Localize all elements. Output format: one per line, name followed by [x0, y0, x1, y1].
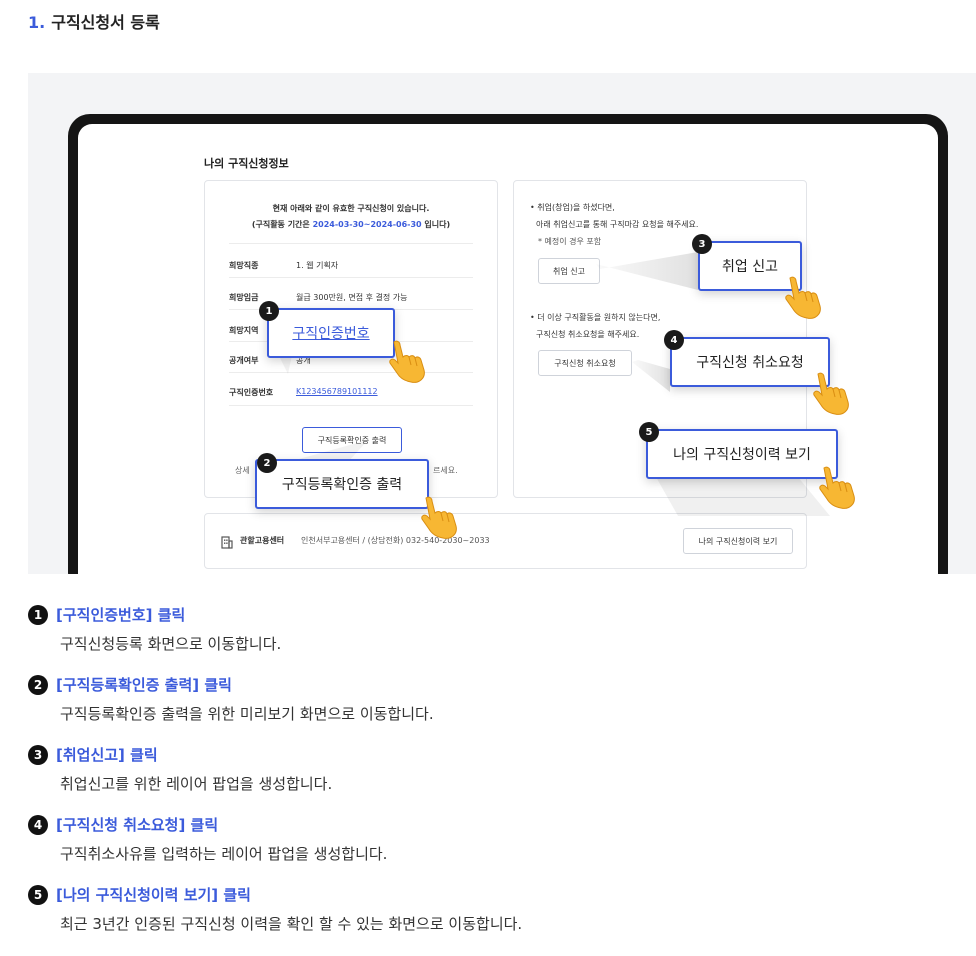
callout-cancel-request: 구직신청 취소요청 — [670, 337, 830, 387]
footnote-right: 르세요. — [433, 466, 458, 475]
description-title: [구직신청 취소요청] 클릭 — [56, 816, 219, 834]
report-employment-button[interactable]: 취업 신고 — [538, 258, 600, 284]
description-number: 4 — [28, 814, 48, 835]
description-text: 최근 3년간 인증된 구직신청 이력을 확인 할 수 있는 화면으로 이동합니다… — [60, 915, 523, 933]
cert-number-link[interactable]: K123456789101112 — [296, 387, 378, 396]
callout-report-employment-label: 취업 신고 — [722, 259, 778, 275]
description-number: 2 — [28, 674, 48, 695]
description-text: 구직취소사유를 입력하는 레이어 팝업을 생성합니다. — [60, 845, 388, 863]
section-title: 구직신청서 등록 — [51, 13, 160, 32]
callout-print-certificate-label: 구직등록확인증 출력 — [281, 477, 403, 493]
callout-badge-1: 1 — [259, 301, 279, 321]
building-icon — [221, 534, 233, 553]
row-label-desired-region: 희망지역 — [229, 326, 259, 335]
view-history-button[interactable]: 나의 구직신청이력 보기 — [683, 528, 793, 554]
description-title: [나의 구직신청이력 보기] 클릭 — [56, 886, 251, 904]
pointing-hand-icon — [785, 276, 821, 319]
description-item: 1 [구직인증번호] 클릭 구직신청등록 화면으로 이동합니다. — [28, 604, 281, 654]
pointing-hand-icon — [421, 496, 457, 539]
notice-period: 2024-03-30~2024-06-30 — [312, 220, 422, 229]
footnote-left: 상세 — [235, 466, 250, 475]
description-number: 3 — [28, 744, 48, 765]
callout-report-employment: 취업 신고 — [698, 241, 802, 291]
notice-suffix: 입니다) — [424, 220, 451, 229]
callout-print-certificate: 구직등록확인증 출력 — [255, 459, 429, 509]
description-item: 3 [취업신고] 클릭 취업신고를 위한 레이어 팝업을 생성합니다. — [28, 744, 332, 794]
employment-note: * 예정이 경우 포함 — [538, 237, 602, 246]
row-label-desired-job: 희망직종 — [229, 261, 259, 270]
description-item: 4 [구직신청 취소요청] 클릭 구직취소사유를 입력하는 레이어 팝업을 생성… — [28, 814, 387, 864]
divider — [229, 372, 473, 373]
description-title: [구직등록확인증 출력] 클릭 — [56, 676, 232, 694]
device-frame: 나의 구직신청정보 현재 아래와 같이 유효한 구직신청이 있습니다. (구직활… — [68, 114, 948, 574]
row-value-desired-wage: 월급 300만원, 면접 후 결정 가능 — [296, 293, 408, 302]
divider — [229, 277, 473, 278]
pointing-hand-icon — [819, 466, 855, 509]
notice-line-2: (구직활동 기간은 2024-03-30~2024-06-30 입니다) — [205, 219, 497, 230]
row-label-desired-wage: 희망임금 — [229, 293, 259, 302]
description-item: 2 [구직등록확인증 출력] 클릭 구직등록확인증 출력을 위한 미리보기 화면… — [28, 674, 434, 724]
cancel-request-button[interactable]: 구직신청 취소요청 — [538, 350, 632, 376]
section-number: 1. — [28, 13, 46, 32]
divider — [229, 405, 473, 406]
cancel-line-2: 구직신청 취소요청을 해주세요. — [536, 330, 640, 339]
screen-title: 나의 구직신청정보 — [204, 157, 289, 170]
row-value-disclosure: 공개 — [296, 356, 311, 365]
callout-badge-3: 3 — [692, 234, 712, 254]
employment-line-1: • 취업(창업)을 하셨다면, — [530, 203, 615, 212]
description-number: 5 — [28, 884, 48, 905]
screenshot-stage: 나의 구직신청정보 현재 아래와 같이 유효한 구직신청이 있습니다. (구직활… — [28, 73, 976, 574]
pointing-hand-icon — [813, 372, 849, 415]
callout-badge-2: 2 — [257, 453, 277, 473]
description-number: 1 — [28, 604, 48, 625]
jurisdiction-info: 인천서부고용센터 / (상담전화) 032-540-2030~2033 — [301, 536, 490, 545]
description-text: 취업신고를 위한 레이어 팝업을 생성합니다. — [60, 775, 333, 793]
pointing-hand-icon — [389, 340, 425, 383]
description-text: 구직등록확인증 출력을 위한 미리보기 화면으로 이동합니다. — [60, 705, 434, 723]
callout-cancel-request-label: 구직신청 취소요청 — [696, 355, 804, 371]
cancel-line-1: • 더 이상 구직활동을 원하지 않는다면, — [530, 313, 661, 322]
print-certificate-button[interactable]: 구직등록확인증 출력 — [302, 427, 402, 453]
divider — [229, 243, 473, 244]
description-title: [취업신고] 클릭 — [56, 746, 158, 764]
section-heading: 1. 구직신청서 등록 — [28, 9, 160, 33]
notice-prefix: (구직활동 기간은 — [251, 220, 310, 229]
callout-view-history: 나의 구직신청이력 보기 — [646, 429, 838, 479]
jurisdiction-bar: 관할고용센터 인천서부고용센터 / (상담전화) 032-540-2030~20… — [204, 513, 807, 569]
row-label-disclosure: 공개여부 — [229, 356, 259, 365]
description-title: [구직인증번호] 클릭 — [56, 606, 186, 624]
callout-cert-number-label: 구직인증번호 — [292, 326, 370, 342]
description-text: 구직신청등록 화면으로 이동합니다. — [60, 635, 282, 653]
device-screen: 나의 구직신청정보 현재 아래와 같이 유효한 구직신청이 있습니다. (구직활… — [78, 124, 938, 574]
callout-connectors — [278, 252, 830, 516]
row-value-desired-job: 1. 웹 기획자 — [296, 261, 339, 270]
employment-line-2: 아래 취업신고를 통해 구직마감 요청을 해주세요. — [536, 220, 699, 229]
callout-cert-number: 구직인증번호 — [267, 308, 395, 358]
notice-line-1: 현재 아래와 같이 유효한 구직신청이 있습니다. — [272, 204, 430, 213]
description-item: 5 [나의 구직신청이력 보기] 클릭 최근 3년간 인증된 구직신청 이력을 … — [28, 884, 522, 934]
callout-badge-4: 4 — [664, 330, 684, 350]
callout-badge-5: 5 — [639, 422, 659, 442]
row-label-cert-number: 구직인증번호 — [229, 388, 274, 397]
callout-view-history-label: 나의 구직신청이력 보기 — [673, 447, 811, 463]
jurisdiction-label: 관할고용센터 — [240, 536, 285, 545]
